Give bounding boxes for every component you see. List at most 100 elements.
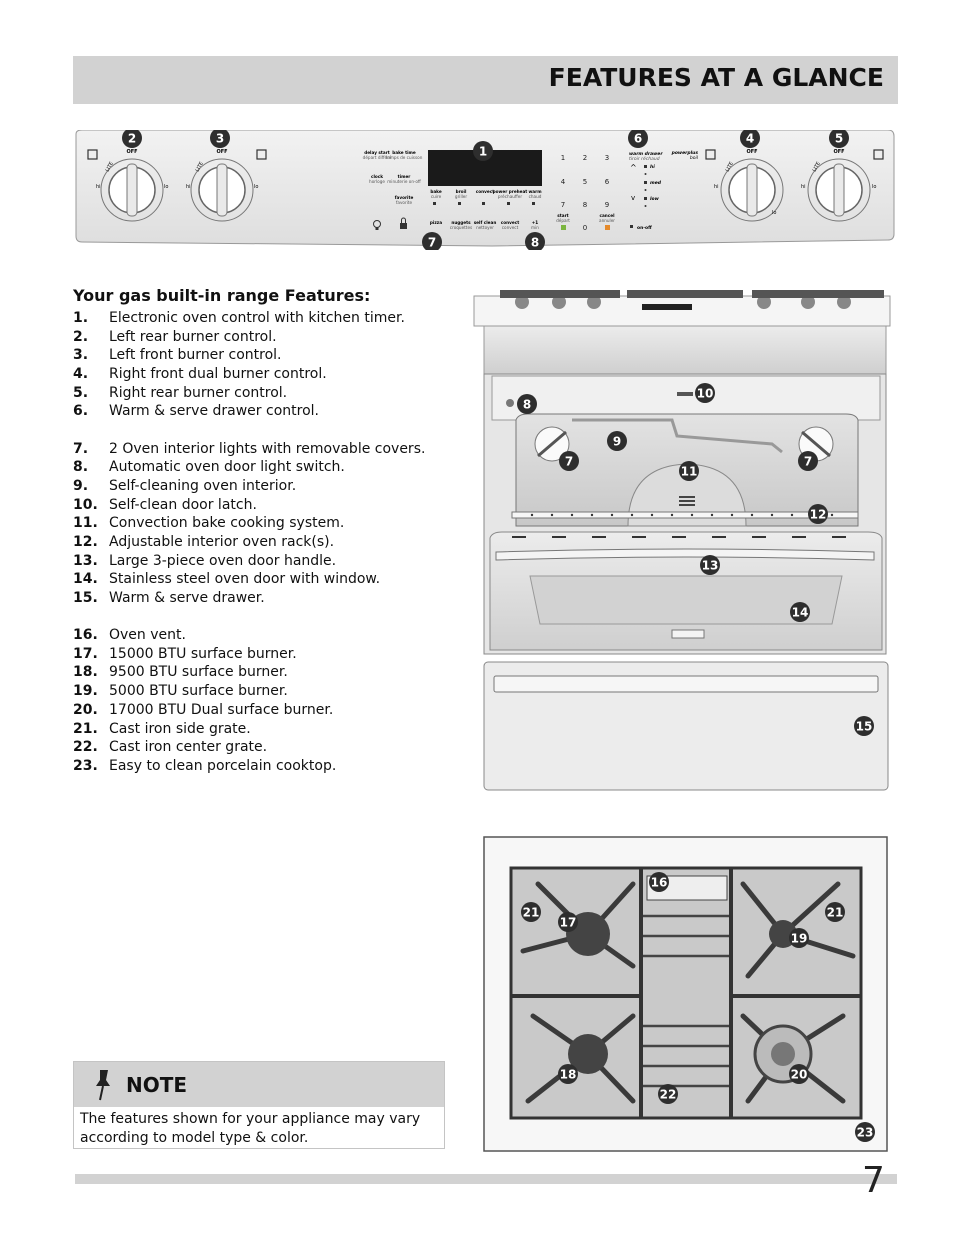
knob-right-rear [807, 158, 871, 222]
knob-lite-label: LITE [105, 161, 115, 173]
key-0: 0 [583, 224, 587, 232]
knob-lite-label: LITE [195, 161, 205, 173]
brand-plate [671, 629, 705, 639]
key-clock-fr: horloge [369, 179, 385, 184]
note-title: NOTE [126, 1073, 188, 1097]
burner-location-icon [87, 149, 98, 160]
knob-off-label: OFF [746, 149, 757, 155]
knob-lo-label: lo [164, 184, 168, 190]
callout-15: 15 [856, 720, 873, 734]
list-item: 17.15000 BTU surface burner. [73, 645, 297, 662]
callout-2: 2 [128, 132, 136, 146]
key-bake: bake [430, 189, 441, 194]
key-power-preheat: power preheat [493, 189, 528, 194]
callout-3: 3 [216, 132, 224, 146]
key-broil: broil [456, 189, 467, 194]
key-power-preheat-fr: préchauffer [498, 194, 523, 199]
list-item: 13.Large 3-piece oven door handle. [73, 552, 337, 569]
callout-19: 19 [791, 932, 808, 946]
key-cancel-fr: annuler [599, 218, 615, 223]
drawer-level-dots [644, 165, 647, 207]
features-list: 1.Electronic oven control with kitchen t… [73, 309, 425, 776]
door-slot-marks [512, 536, 846, 538]
control-panel-drawing: OFF OFF OFF OFF LITE LITE LITE LITE hi h… [75, 128, 895, 252]
callout-20: 20 [791, 1068, 808, 1082]
list-item: 22.Cast iron center grate. [73, 739, 268, 756]
door-light-switch [506, 399, 514, 407]
knob-hi-label: hi [96, 184, 101, 190]
burner-location-icon [873, 149, 884, 160]
footer-bar [75, 1174, 897, 1184]
control-key-labels: delay start départ différé bake time tem… [363, 150, 543, 230]
callout-4: 4 [746, 132, 754, 146]
top-knobs [515, 295, 851, 309]
callout-7: 7 [565, 455, 573, 469]
list-item: 3.Left front burner control. [73, 347, 282, 364]
cooktop-illustration: 16 21 17 21 19 18 20 22 23 [483, 836, 888, 1154]
center-grate-bars [643, 914, 729, 1088]
list-item: 10.Self-clean door latch. [73, 496, 257, 513]
list-item: 11.Convection bake cooking system. [73, 515, 345, 532]
callout-5: 5 [835, 132, 843, 146]
cancel-indicator [605, 225, 610, 230]
knob-lo-label: lo [872, 184, 876, 190]
drawer-handle [493, 675, 879, 693]
control-panel-illustration: OFF OFF OFF OFF LITE LITE LITE LITE hi h… [72, 128, 898, 252]
callout-22: 22 [660, 1088, 677, 1102]
callout-11: 11 [681, 465, 698, 479]
key-nuggets: nuggets [451, 220, 471, 225]
list-item: 16.Oven vent. [73, 627, 186, 644]
down-arrow-icon: v [631, 194, 635, 202]
lock-icon [400, 217, 407, 229]
list-item: 8.Automatic oven door light switch. [73, 459, 345, 476]
key-8: 8 [583, 201, 587, 209]
list-item: 19.5000 BTU surface burner. [73, 683, 288, 700]
key-bake-fr: cuire [431, 194, 442, 199]
warm-serve-drawer [483, 661, 889, 791]
oven-door-window [529, 575, 843, 625]
key-warm-fr: chaud [529, 194, 542, 199]
knob-left-rear [100, 158, 164, 222]
oven-door-handle [495, 548, 875, 561]
callout-6: 6 [634, 132, 642, 146]
knob-right-front [720, 158, 784, 222]
knob-hi-label: hi [801, 184, 806, 190]
key-favorite-fr: favorite [396, 200, 413, 205]
knob-lo-label: lo [254, 184, 258, 190]
panel-callouts: 2 3 1 6 4 5 7 8 [122, 128, 849, 252]
mode-indicator-dots [433, 202, 535, 205]
key-4: 4 [561, 178, 566, 186]
key-nuggets-fr: croquettes [450, 225, 472, 230]
powerplus-boil-label: boil [690, 155, 699, 161]
key-bake-time: bake time [392, 150, 416, 155]
list-item: 5.Right rear burner control. [73, 384, 288, 401]
cooktop-drawing: 16 21 17 21 19 18 20 22 23 [483, 836, 888, 1152]
list-item: 2.Left rear burner control. [73, 328, 277, 345]
key-delay-start-fr: départ différé [363, 155, 392, 160]
page-title: FEATURES AT A GLANCE [548, 63, 884, 92]
list-item: 23.Easy to clean porcelain cooktop. [73, 757, 337, 774]
key-self-clean: self clean [474, 220, 497, 225]
knob-hi-label: hi [714, 184, 719, 190]
callout-1: 1 [479, 145, 487, 159]
knob-lo-label: lo [772, 210, 776, 216]
knob-left-front [190, 158, 254, 222]
drawer-onoff-label: on·off [637, 225, 652, 231]
key-5: 5 [583, 178, 587, 186]
callout-10: 10 [697, 387, 714, 401]
pushpin-icon [96, 1070, 110, 1101]
list-item: 1.Electronic oven control with kitchen t… [73, 310, 405, 326]
note-text: The features shown for your appliance ma… [80, 1111, 421, 1146]
key-2: 2 [583, 154, 587, 162]
key-cancel: cancel [599, 213, 615, 218]
callout-21: 21 [827, 906, 844, 920]
key-bake-time-fr: temps de cuisson [386, 155, 423, 160]
warm-drawer-label: warm drawer [629, 151, 663, 157]
list-item: 21.Cast iron side grate. [73, 720, 251, 737]
powerplus-label: powerplus [671, 150, 699, 156]
callout-7: 7 [804, 455, 812, 469]
key-9: 9 [605, 201, 609, 209]
drawer-level-low: low [650, 196, 660, 202]
key-start: start [557, 213, 568, 218]
list-item: 14.Stainless steel oven door with window… [73, 571, 381, 588]
